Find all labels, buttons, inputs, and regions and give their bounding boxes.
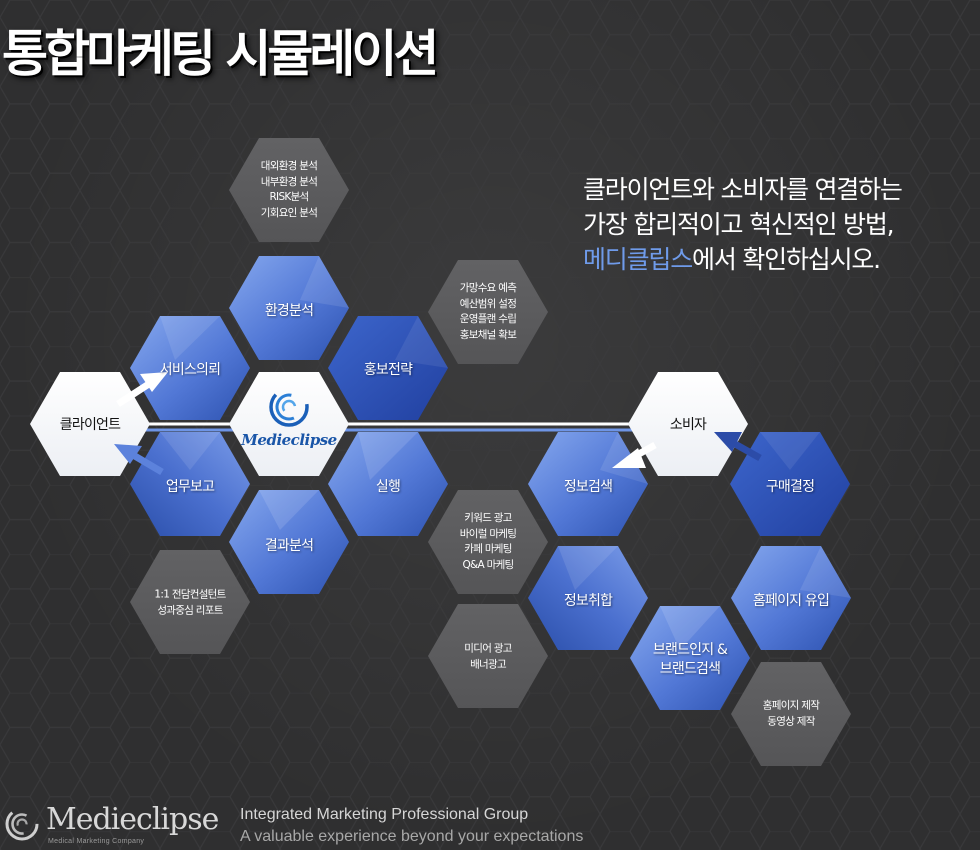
label-consumer: 소비자 xyxy=(669,417,707,433)
arrow-report-to-client xyxy=(114,444,164,476)
footer-brand: Medieclipse xyxy=(46,802,219,837)
hex-note-promotion xyxy=(428,260,548,364)
label-environment-analysis: 환경분석 xyxy=(264,303,314,319)
hex-consumer xyxy=(628,372,748,476)
note-line: 배너광고 xyxy=(470,658,507,670)
hex-promotion-strategy xyxy=(328,316,448,420)
hex-environment-analysis xyxy=(229,256,349,360)
note-line: 키워드 광고 xyxy=(464,512,512,524)
tagline-line-2: 가장 합리적이고 혁신적인 방법, xyxy=(583,210,895,239)
label-business-report: 업무보고 xyxy=(165,479,215,495)
hex-execution xyxy=(328,432,448,536)
note-line: 미디어 광고 xyxy=(464,642,512,655)
label-homepage-visit: 홈페이지 유입 xyxy=(752,593,830,609)
arrow-client-to-service xyxy=(116,372,168,407)
label-result-analysis: 결과분석 xyxy=(264,538,314,554)
hex-homepage-visit xyxy=(731,546,851,650)
tagline-line-3-rest: 에서 확인하십시오. xyxy=(692,245,881,274)
note-line: 바이럴 마케팅 xyxy=(459,527,517,540)
hex-brand-awareness xyxy=(630,606,750,710)
hex-note-online xyxy=(428,490,548,594)
hex-note-media xyxy=(428,604,548,708)
note-line: 동영상 제작 xyxy=(767,715,815,727)
note-line: 홈페이지 제작 xyxy=(762,699,820,712)
hex-business-report xyxy=(130,432,250,536)
center-logo-text: Medieclipse xyxy=(241,431,337,449)
label-brand-line-1: 브랜드인지 & xyxy=(652,642,728,658)
hex-note-report xyxy=(130,550,250,654)
tagline-brand-accent: 메디클립스 xyxy=(583,245,693,274)
note-line: 성과중심 리포트 xyxy=(157,604,223,616)
footer-group: Integrated Marketing Professional Group xyxy=(240,806,529,823)
footer-brand-sub: Medical Marketing Company xyxy=(48,838,145,845)
hex-note-homepage xyxy=(731,662,851,766)
note-line: 가망수요 예측 xyxy=(459,282,517,294)
note-line: 내부환경 분석 xyxy=(260,175,318,188)
tagline-line-1: 클라이언트와 소비자를 연결하는 xyxy=(583,175,903,204)
note-line: 대외환경 분석 xyxy=(260,160,318,172)
note-line: 홍보채널 확보 xyxy=(459,328,517,341)
hex-service-request xyxy=(130,316,250,420)
arrow-purchase-to-consumer xyxy=(714,432,762,462)
page-title: 통합마케팅 시뮬레이션 xyxy=(2,25,439,83)
note-line: 운영플랜 수립 xyxy=(459,313,517,325)
note-online: 키워드 광고 바이럴 마케팅 카페 마케팅 Q&A 마케팅 xyxy=(459,511,517,573)
hex-info-search xyxy=(528,432,648,536)
note-line: 카페 마케팅 xyxy=(464,543,512,555)
label-execution: 실행 xyxy=(375,479,401,495)
note-report: 1:1 전담컨설턴트 성과중심 리포트 xyxy=(154,588,226,619)
label-promotion-strategy: 홍보전략 xyxy=(363,362,413,378)
note-homepage: 홈페이지 제작 동영상 제작 xyxy=(762,699,820,730)
label-brand-awareness: 브랜드인지 & 브랜드검색 xyxy=(652,641,728,679)
hex-info-collect xyxy=(528,546,648,650)
label-service-request: 서비스의뢰 xyxy=(159,362,221,378)
note-environment: 대외환경 분석 내부환경 분석 RISK분석 기회요인 분석 xyxy=(260,159,318,221)
footer-logo-icon xyxy=(5,807,39,841)
tagline-line-3: 메디클립스에서 확인하십시오. xyxy=(583,242,902,277)
note-line: 예산범위 설정 xyxy=(459,297,517,310)
note-line: 1:1 전담컨설턴트 xyxy=(154,588,226,601)
footer-slogan: A valuable experience beyond your expect… xyxy=(240,828,584,845)
label-info-search: 정보검색 xyxy=(563,479,613,495)
note-media: 미디어 광고 배너광고 xyxy=(464,642,512,673)
label-brand-line-2: 브랜드검색 xyxy=(659,661,721,677)
note-line: 기회요인 분석 xyxy=(260,206,318,219)
note-line: Q&A 마케팅 xyxy=(462,558,514,571)
hex-note-environment xyxy=(229,138,349,242)
note-line: RISK분석 xyxy=(269,191,309,203)
arrow-consumer-to-search xyxy=(612,441,657,468)
label-info-collect: 정보취합 xyxy=(563,593,613,609)
label-purchase-decision: 구매결정 xyxy=(765,479,815,495)
tagline: 클라이언트와 소비자를 연결하는 가장 합리적이고 혁신적인 방법, 메디클립스… xyxy=(583,172,903,277)
hex-result-analysis xyxy=(229,490,349,594)
note-promotion: 가망수요 예측 예산범위 설정 운영플랜 수립 홍보채널 확보 xyxy=(459,281,517,343)
label-client: 클라이언트 xyxy=(59,417,121,433)
